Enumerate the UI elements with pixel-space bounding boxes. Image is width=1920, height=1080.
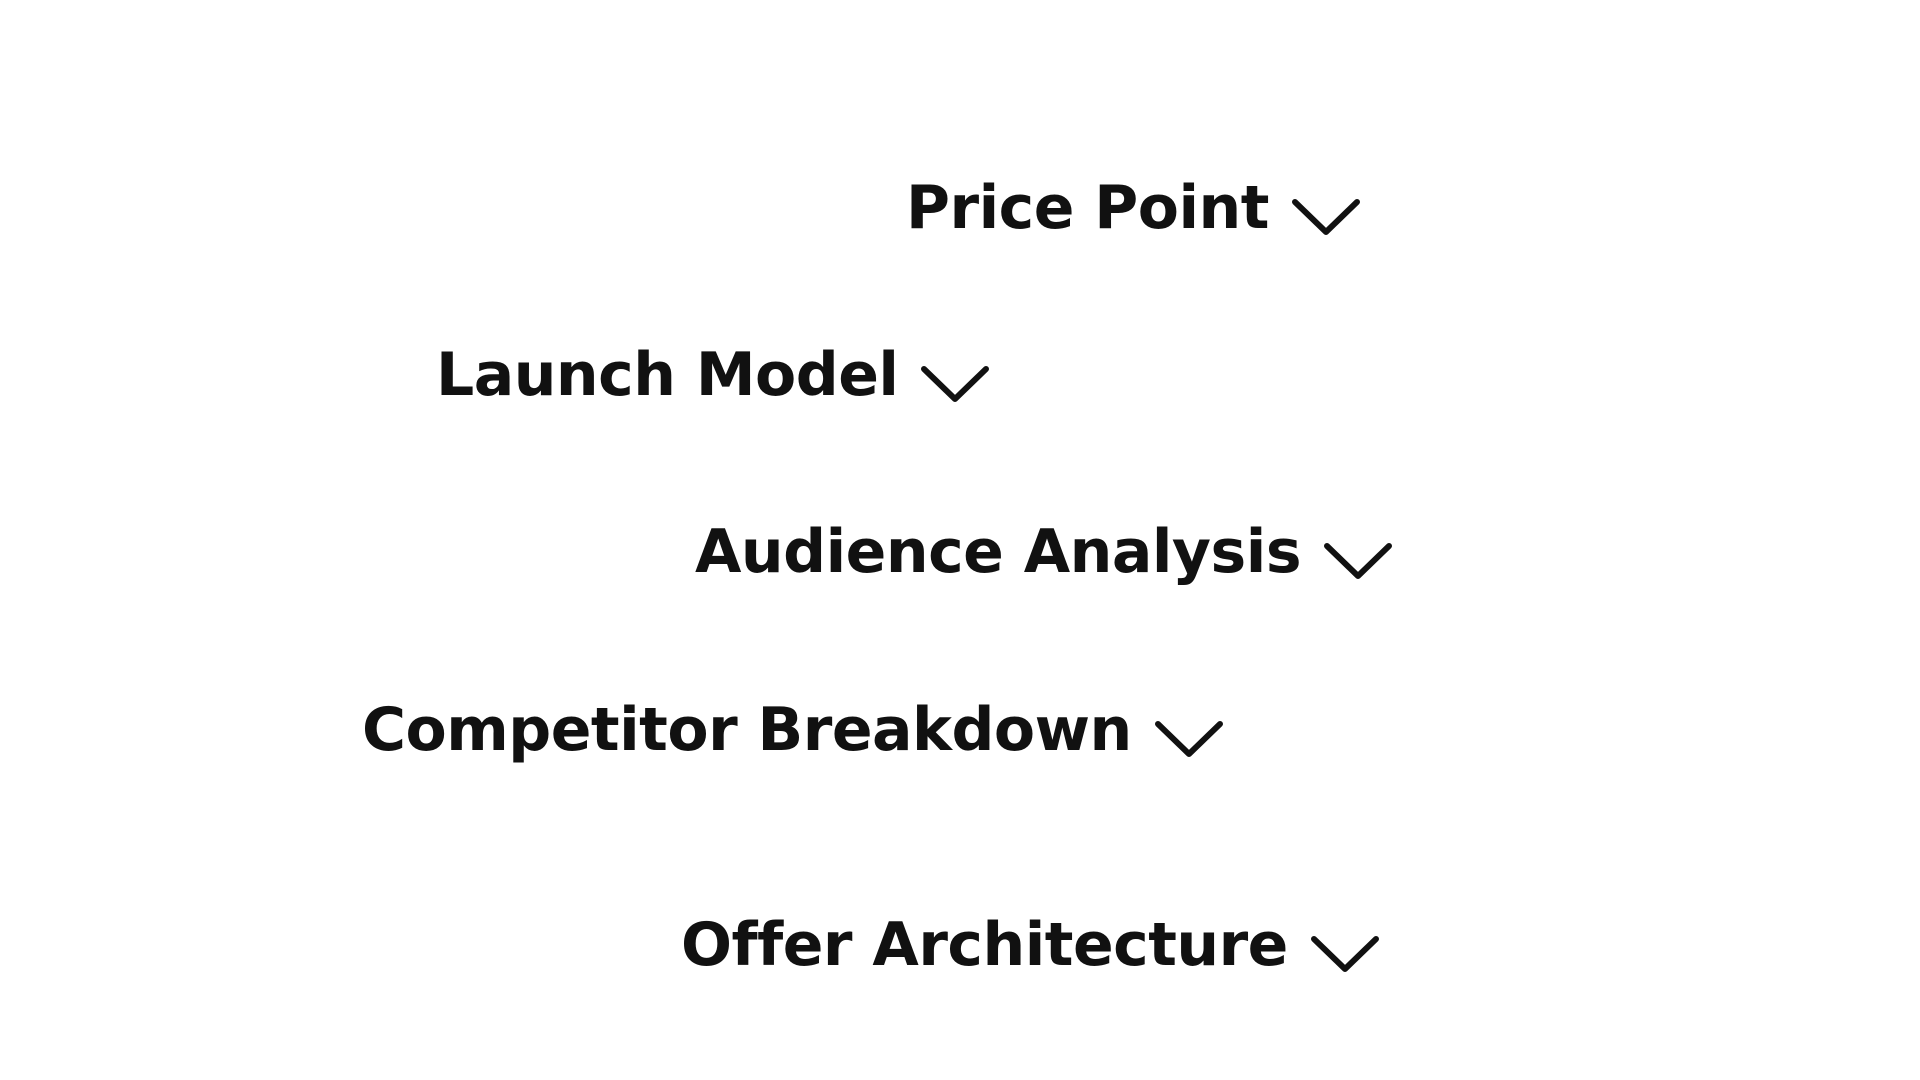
toggle-label: Audience Analysis [695, 517, 1302, 587]
chevron-down-icon[interactable] [920, 361, 990, 405]
toggle-launch-model[interactable]: Launch Model [436, 345, 990, 405]
toggle-price-point[interactable]: Price Point [906, 178, 1361, 238]
toggle-label: Offer Architecture [681, 910, 1288, 980]
chevron-down-icon[interactable] [1154, 716, 1224, 760]
toggle-label: Competitor Breakdown [362, 695, 1132, 765]
toggle-label: Price Point [906, 173, 1269, 243]
chevron-down-icon[interactable] [1310, 931, 1380, 975]
chevron-down-icon[interactable] [1291, 194, 1361, 238]
toggle-label: Launch Model [436, 340, 899, 410]
toggle-offer-architecture[interactable]: Offer Architecture [681, 915, 1380, 975]
toggle-competitor-breakdown[interactable]: Competitor Breakdown [362, 700, 1224, 760]
chevron-down-icon[interactable] [1323, 538, 1393, 582]
toggle-audience-analysis[interactable]: Audience Analysis [695, 522, 1393, 582]
